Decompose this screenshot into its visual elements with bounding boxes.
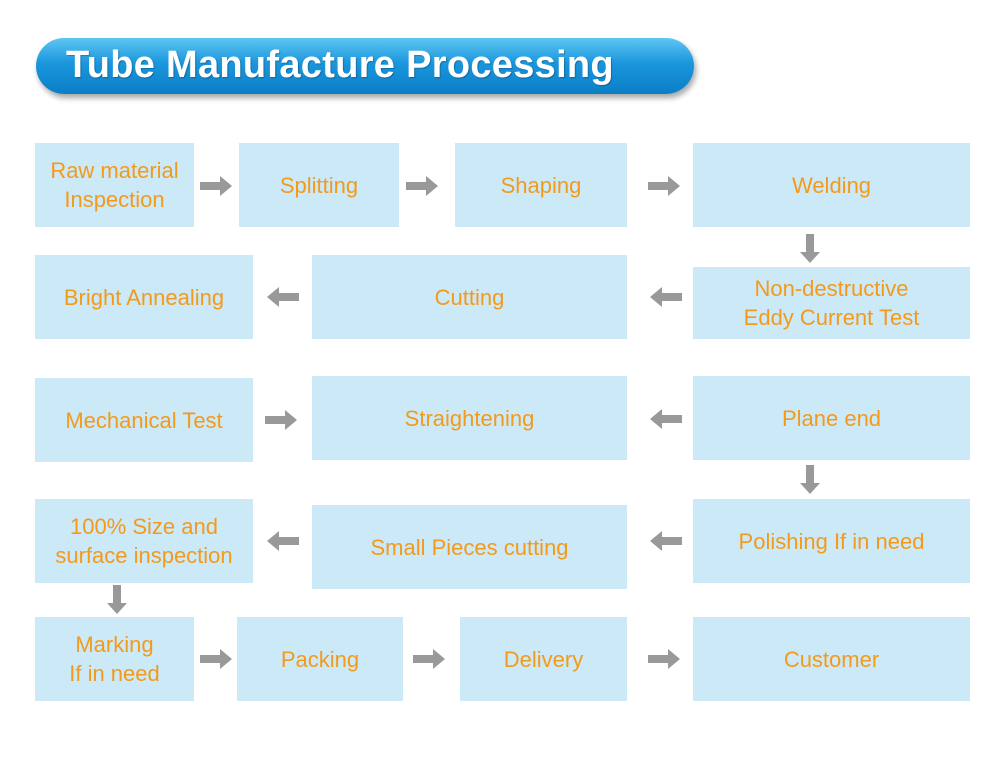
arrow-right-icon (265, 410, 297, 430)
arrow-down-icon (107, 585, 127, 614)
arrow-right-icon (648, 649, 680, 669)
step-label: Splitting (279, 172, 359, 198)
step-label: Marking If in need (69, 632, 160, 686)
step-label: Straightening (404, 405, 535, 431)
step-eddy-current-test: Non-destructive Eddy Current Test (693, 267, 970, 339)
step-marking: Marking If in need (35, 617, 194, 701)
arrow-left-icon (650, 531, 682, 551)
step-size-surface-inspection: 100% Size and surface inspection (35, 499, 253, 583)
step-label: Mechanical Test (65, 407, 223, 433)
arrow-left-icon (267, 287, 299, 307)
step-label: Non-destructive Eddy Current Test (743, 276, 920, 330)
step-straightening: Straightening (312, 376, 627, 460)
arrow-right-icon (200, 649, 232, 669)
arrow-down-icon (800, 465, 820, 494)
step-bright-annealing: Bright Annealing (35, 255, 253, 339)
arrow-right-icon (648, 176, 680, 196)
step-label: Welding (791, 172, 872, 198)
step-label: Shaping (500, 172, 582, 198)
step-customer: Customer (693, 617, 970, 701)
step-label: 100% Size and surface inspection (55, 514, 233, 568)
step-label: Small Pieces cutting (370, 534, 569, 560)
step-small-pieces-cutting: Small Pieces cutting (312, 505, 627, 589)
title-banner: Tube Manufacture Processing (36, 38, 694, 94)
arrow-down-icon (800, 234, 820, 263)
arrow-right-icon (413, 649, 445, 669)
step-packing: Packing (237, 617, 403, 701)
step-label: Raw material Inspection (50, 158, 179, 212)
step-label: Bright Annealing (63, 284, 225, 310)
step-delivery: Delivery (460, 617, 627, 701)
arrow-right-icon (200, 176, 232, 196)
step-polishing: Polishing If in need (693, 499, 970, 583)
step-label: Cutting (434, 284, 505, 310)
step-label: Packing (280, 646, 360, 672)
step-label: Customer (783, 646, 880, 672)
arrow-left-icon (650, 287, 682, 307)
step-mechanical-test: Mechanical Test (35, 378, 253, 462)
step-splitting: Splitting (239, 143, 399, 227)
step-plane-end: Plane end (693, 376, 970, 460)
step-label: Plane end (781, 405, 882, 431)
step-raw-material-inspection: Raw material Inspection (35, 143, 194, 227)
step-cutting: Cutting (312, 255, 627, 339)
arrow-left-icon (267, 531, 299, 551)
step-shaping: Shaping (455, 143, 627, 227)
arrow-right-icon (406, 176, 438, 196)
page-title: Tube Manufacture Processing (66, 44, 614, 86)
step-label: Polishing If in need (738, 528, 925, 554)
step-welding: Welding (693, 143, 970, 227)
arrow-left-icon (650, 409, 682, 429)
step-label: Delivery (503, 646, 584, 672)
